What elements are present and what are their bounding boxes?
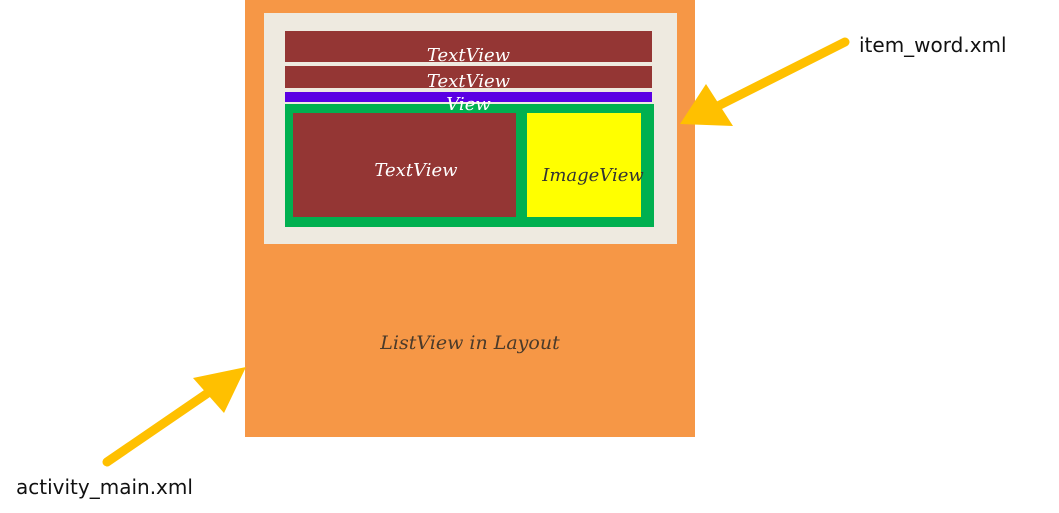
textview-top-2-label: TextView xyxy=(426,71,511,92)
imageview-box xyxy=(527,113,641,217)
imageview-label: ImageView xyxy=(542,165,644,186)
textview-top-1-label: TextView xyxy=(426,45,511,66)
textview-main xyxy=(293,113,516,217)
arrow-activity-main-head xyxy=(193,367,246,413)
arrow-item-word-shaft xyxy=(705,37,850,115)
arrow-item-word-head xyxy=(680,84,733,126)
arrow-activity-main-shaft xyxy=(102,381,223,467)
textview-top-1 xyxy=(285,31,652,62)
view-divider xyxy=(285,92,652,102)
item-word-callout: item_word.xml xyxy=(859,33,1007,57)
view-label: View xyxy=(446,94,491,115)
activity-main-callout: activity_main.xml xyxy=(16,475,193,499)
textview-top-2 xyxy=(285,66,652,88)
textview-main-label: TextView xyxy=(374,160,458,181)
listview-layout-label: ListView in Layout xyxy=(380,332,560,354)
